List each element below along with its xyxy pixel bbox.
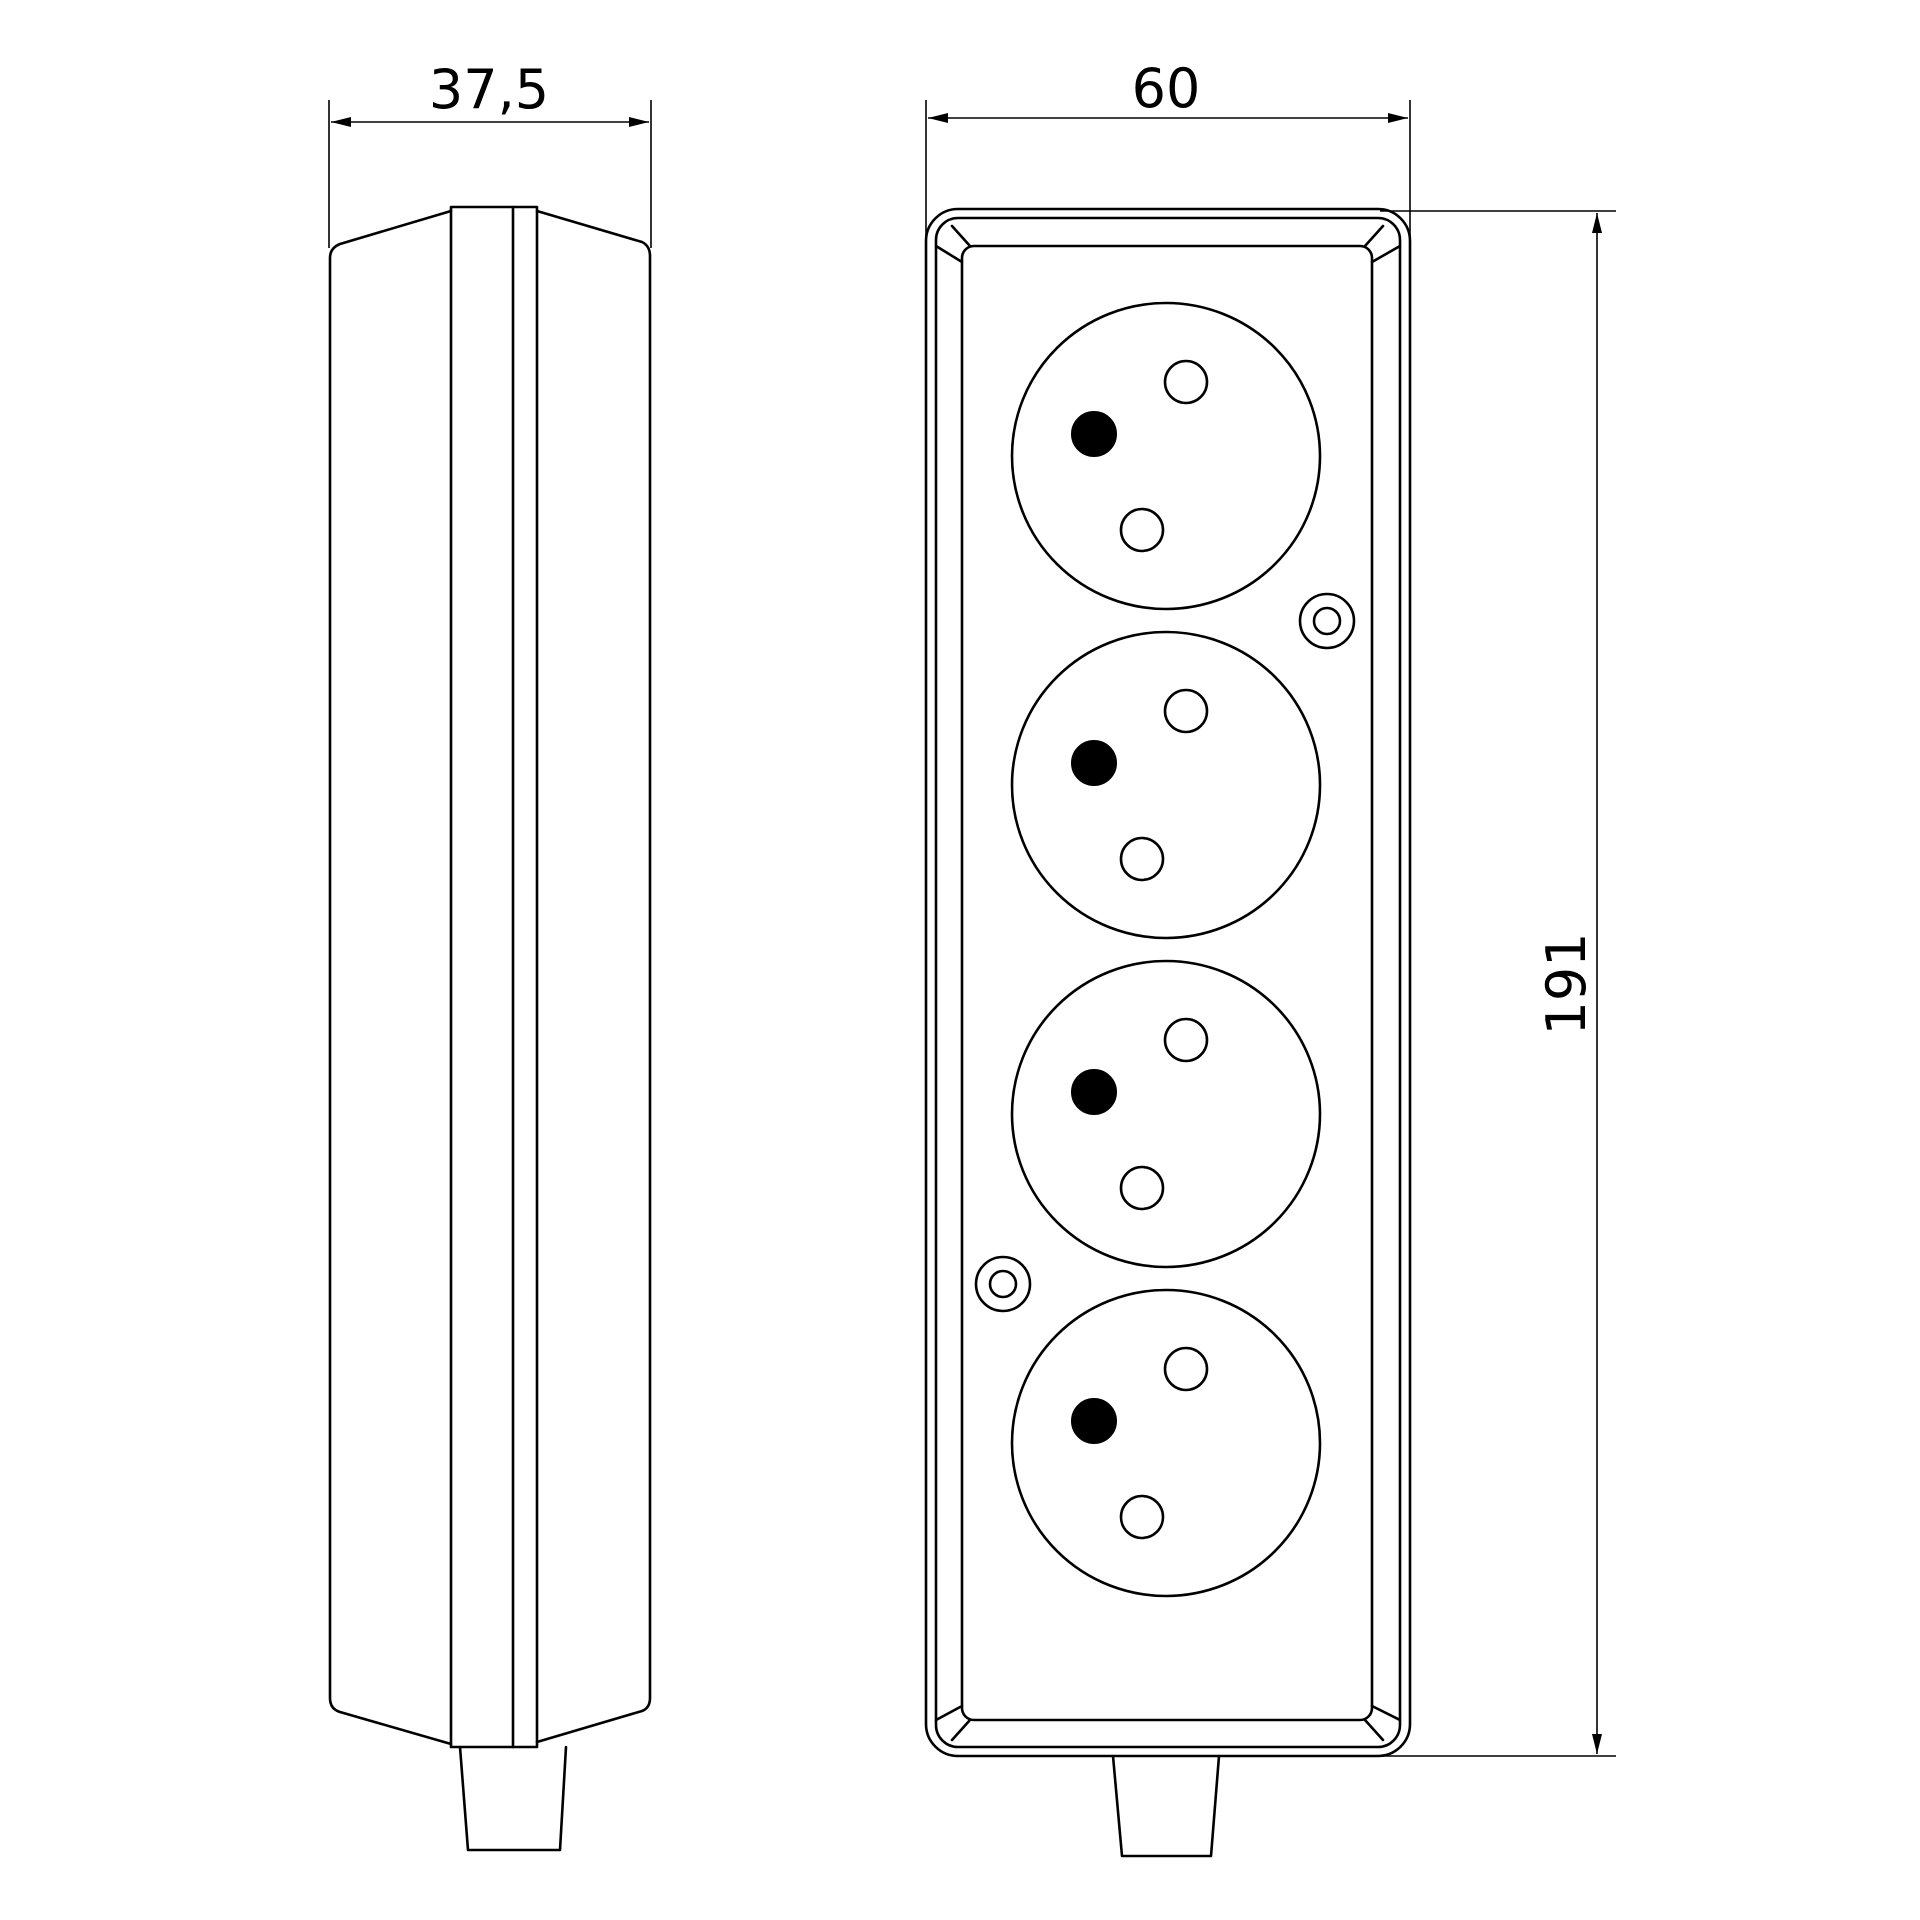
earth-pin xyxy=(1071,1069,1117,1115)
socket-hole xyxy=(1163,688,1209,734)
socket-hole xyxy=(1119,507,1165,553)
width-dimension-label: 37,5 xyxy=(429,58,549,121)
front-view-cable xyxy=(1111,1754,1221,1858)
socket-outline xyxy=(1010,301,1322,611)
front-view-housing xyxy=(924,207,1412,1758)
socket-hole xyxy=(1119,1165,1165,1211)
socket xyxy=(1010,959,1322,1269)
screw xyxy=(974,1255,1032,1313)
side-view-center-strip xyxy=(449,205,539,1749)
socket-hole xyxy=(1163,359,1209,405)
side-view-cable xyxy=(458,1745,568,1852)
height-dimension-label: 191 xyxy=(1535,932,1598,1035)
socket-hole xyxy=(1119,1494,1165,1540)
socket-outline xyxy=(1010,630,1322,940)
front-view-faceplate xyxy=(960,244,1374,1722)
side-view-body-outline xyxy=(328,209,652,1746)
socket-group xyxy=(1010,301,1322,1598)
side-view: 37,5 xyxy=(328,58,652,1852)
socket xyxy=(1010,1288,1322,1598)
socket xyxy=(1010,301,1322,611)
socket-hole xyxy=(1119,836,1165,882)
socket-outline xyxy=(1010,1288,1322,1598)
earth-pin xyxy=(1071,740,1117,786)
front-view: 60 191 xyxy=(924,57,1616,1858)
socket-outline xyxy=(1010,959,1322,1269)
earth-pin xyxy=(1071,1398,1117,1444)
socket xyxy=(1010,630,1322,940)
screw xyxy=(1298,592,1356,650)
socket-hole xyxy=(1163,1346,1209,1392)
socket-hole xyxy=(1163,1017,1209,1063)
earth-pin xyxy=(1071,411,1117,457)
front-width-dimension-label: 60 xyxy=(1132,57,1201,120)
